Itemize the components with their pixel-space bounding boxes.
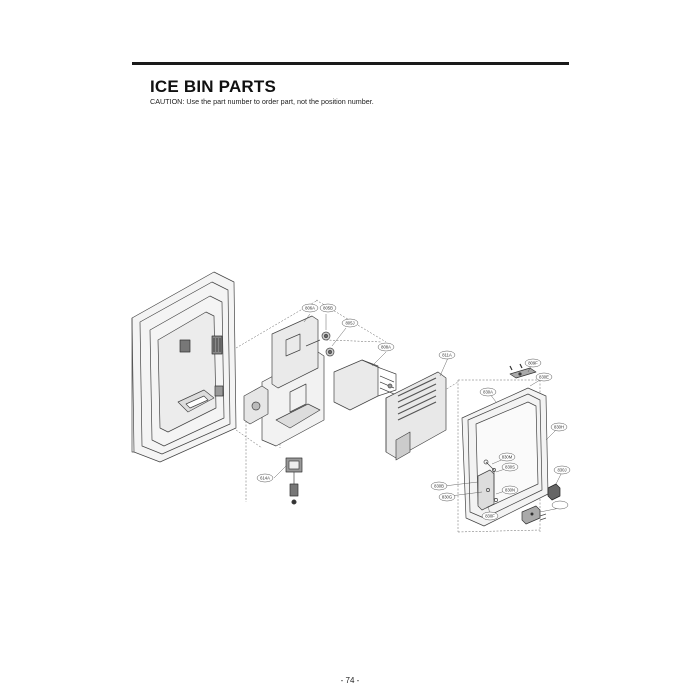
caution-note: CAUTION: Use the part number to order pa…	[150, 97, 374, 106]
header-rule	[132, 62, 569, 65]
ice-bin	[385, 371, 447, 461]
callout-labels: 806A 805B 805J 808A 811A 809F 830E 830A …	[260, 306, 566, 519]
callout-830m: 830M	[502, 455, 513, 460]
callout-811a: 811A	[442, 353, 452, 358]
callout-805b: 805B	[323, 306, 333, 311]
callout-808a: 808A	[381, 345, 391, 350]
callout-830j: 830J	[557, 468, 566, 473]
page-title: ICE BIN PARTS	[150, 77, 277, 96]
callout-830n: 830N	[505, 488, 515, 493]
callout-614a: 614A	[260, 476, 270, 481]
callout-806a: 806A	[305, 306, 315, 311]
ice-maker	[333, 359, 397, 411]
callout-830g: 830G	[442, 495, 452, 500]
callout-830a: 830A	[483, 390, 493, 395]
ice-door-assembly	[461, 363, 561, 527]
callout-830e: 830E	[539, 375, 549, 380]
callout-830b: 830B	[434, 484, 444, 489]
page-number: - 74 -	[340, 676, 360, 685]
door-assembly	[131, 271, 237, 463]
dispenser-housing	[243, 315, 325, 447]
switch-motor	[285, 457, 303, 505]
callout-830f: 830F	[485, 514, 495, 519]
callout-805j: 805J	[345, 321, 354, 326]
callout-809f: 809F	[528, 361, 538, 366]
callout-830h: 830H	[554, 425, 564, 430]
callout-830s: 830S	[505, 465, 515, 470]
auger-motor-parts	[305, 331, 335, 357]
